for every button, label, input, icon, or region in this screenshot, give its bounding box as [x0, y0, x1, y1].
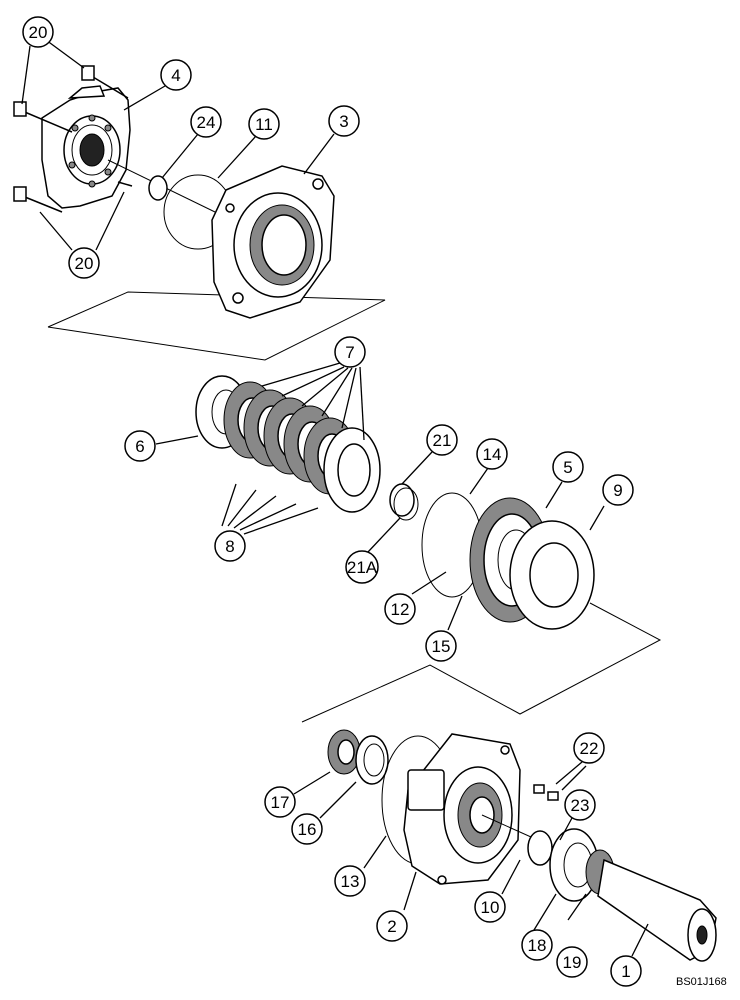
callout-7: 7 — [334, 336, 366, 368]
svg-text:6: 6 — [135, 437, 144, 456]
svg-text:20: 20 — [75, 254, 94, 273]
bolt-set — [13, 65, 133, 213]
svg-text:17: 17 — [271, 793, 290, 812]
svg-text:2: 2 — [387, 917, 396, 936]
clutch-housing — [211, 165, 335, 319]
svg-text:12: 12 — [391, 600, 410, 619]
svg-text:23: 23 — [571, 796, 590, 815]
svg-text:8: 8 — [225, 537, 234, 556]
svg-text:21: 21 — [433, 431, 452, 450]
callout-10: 10 — [474, 891, 506, 923]
callout-14: 14 — [476, 438, 508, 470]
callout-1: 1 — [610, 955, 642, 987]
callout-20-bottom: 20 — [68, 247, 100, 279]
callout-24: 24 — [190, 106, 222, 138]
callout-21: 21 — [426, 424, 458, 456]
callout-19: 19 — [556, 946, 588, 978]
callout-12: 12 — [384, 593, 416, 625]
svg-text:24: 24 — [197, 113, 216, 132]
svg-text:15: 15 — [432, 637, 451, 656]
callout-22: 22 — [573, 732, 605, 764]
callout-11: 11 — [248, 108, 280, 140]
leader-lines — [21, 39, 649, 957]
svg-text:19: 19 — [563, 953, 582, 972]
callout-21a: 21A — [345, 550, 379, 584]
callout-20-top: 20 — [22, 16, 54, 48]
flange-plate — [41, 85, 131, 209]
svg-text:14: 14 — [483, 445, 502, 464]
svg-text:3: 3 — [339, 112, 348, 131]
callout-13: 13 — [334, 865, 366, 897]
svg-text:5: 5 — [563, 458, 572, 477]
section-upper-housing — [13, 65, 386, 361]
svg-text:9: 9 — [613, 481, 622, 500]
drawing-code: BS01J168 — [676, 976, 727, 988]
svg-text:16: 16 — [298, 820, 317, 839]
callout-23: 23 — [564, 789, 596, 821]
svg-text:22: 22 — [580, 739, 599, 758]
callout-6: 6 — [124, 430, 156, 462]
svg-text:20: 20 — [29, 23, 48, 42]
callout-5: 5 — [552, 451, 584, 483]
svg-text:21A: 21A — [347, 558, 378, 577]
plug — [533, 784, 545, 794]
svg-text:13: 13 — [341, 872, 360, 891]
callout-4: 4 — [160, 59, 192, 91]
section-output-assembly — [327, 729, 717, 962]
callout-15: 15 — [425, 630, 457, 662]
svg-text:1: 1 — [621, 962, 630, 981]
svg-text:4: 4 — [171, 66, 180, 85]
callout-2: 2 — [376, 910, 408, 942]
callout-8: 8 — [214, 530, 246, 562]
seal-ring-small — [148, 175, 168, 201]
svg-text:7: 7 — [345, 343, 354, 362]
svg-text:11: 11 — [255, 115, 273, 134]
tapered-bearing — [327, 729, 361, 775]
gear-case — [403, 733, 521, 885]
callout-16: 16 — [291, 813, 323, 845]
shaft-seal — [527, 830, 553, 866]
svg-text:10: 10 — [481, 898, 500, 917]
section-clutch-pack — [195, 375, 662, 723]
output-shaft — [597, 858, 717, 962]
bearing-race — [355, 735, 389, 785]
callout-9: 9 — [602, 474, 634, 506]
friction-disc-stack — [223, 381, 381, 513]
callout-18: 18 — [521, 929, 553, 961]
callout-3: 3 — [328, 105, 360, 137]
callout-17: 17 — [264, 786, 296, 818]
svg-text:18: 18 — [528, 936, 547, 955]
